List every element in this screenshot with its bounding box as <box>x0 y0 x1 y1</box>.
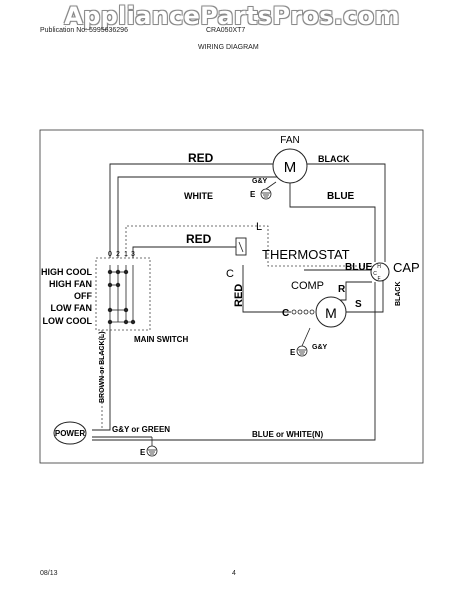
mode-off: OFF <box>74 291 92 301</box>
capacitor-terminal-f: F <box>377 276 380 282</box>
wires <box>92 163 386 441</box>
footer-date: 08/13 <box>40 570 58 577</box>
label-red-top: RED <box>188 151 214 165</box>
mode-low-cool: LOW COOL <box>43 316 93 326</box>
compressor-motor-m: M <box>325 305 337 321</box>
diagram-border <box>39 129 424 464</box>
main-switch-columns: 0 2 1 3 <box>108 251 135 258</box>
wire-brown-black <box>92 330 111 431</box>
compressor-terminal-s: S <box>355 299 362 310</box>
label-black-vertical: BLACK <box>395 282 402 307</box>
ground-labels: G&Y E G&Y E E <box>140 178 328 457</box>
page-title: WIRING DIAGRAM <box>198 44 259 51</box>
mode-high-fan: HIGH FAN <box>49 279 92 289</box>
label-fan-gy: G&Y <box>252 178 268 185</box>
wire-white <box>117 176 277 265</box>
label-black-top: BLACK <box>318 154 350 164</box>
site-watermark: AppliancePartsPros.com <box>64 2 400 30</box>
label-blue-cap: BLUE <box>345 262 373 273</box>
mode-low-fan: LOW FAN <box>51 303 93 313</box>
mode-high-cool: HIGH COOL <box>41 267 93 277</box>
label-fan-e: E <box>250 190 256 199</box>
wire-black-top <box>307 163 386 262</box>
power-label: POWER <box>55 429 85 438</box>
switch-col-1: 1 <box>124 251 128 258</box>
compressor-motor-symbol <box>315 296 347 328</box>
wire-red-top <box>109 163 273 265</box>
wire-blue-white <box>92 282 376 441</box>
capacitor-terminal-c: C <box>373 271 377 277</box>
capacitor-symbol <box>370 262 390 282</box>
label-brown-black: BROWN or BLACK(L) <box>99 331 106 403</box>
capacitor-label: CAP <box>393 260 420 275</box>
label-power-e: E <box>140 448 146 457</box>
label-comp-gy: G&Y <box>312 344 328 351</box>
main-switch-matrix <box>107 265 136 330</box>
label-red-thermostat: RED <box>186 232 212 246</box>
power-plug <box>53 421 87 445</box>
label-white: WHITE <box>184 191 213 201</box>
main-switch-box <box>95 257 151 331</box>
switch-col-3: 3 <box>131 251 135 258</box>
model-number: CRA050XT7 <box>206 27 246 34</box>
switch-col-0: 0 <box>108 251 112 258</box>
label-comp-e: E <box>290 348 296 357</box>
label-blue-white: BLUE or WHITE(N) <box>252 430 323 439</box>
wire-labels: RED BLACK WHITE BLUE RED RED BLUE BLACK … <box>99 151 402 439</box>
fan-label: FAN <box>280 135 299 146</box>
switch-col-2: 2 <box>116 251 120 258</box>
thermostat-terminal-c: C <box>226 268 234 280</box>
wire-comp-s <box>333 280 384 313</box>
compressor-overload <box>291 309 315 315</box>
footer-page-number: 4 <box>232 570 236 577</box>
thermostat-terminal-l: L <box>256 221 262 233</box>
main-switch-modes: HIGH COOL HIGH FAN OFF LOW FAN LOW COOL <box>41 267 93 326</box>
capacitor-terminal-h: H <box>377 264 381 270</box>
wire-red-thermostat <box>132 246 238 265</box>
thermostat-label: THERMOSTAT <box>262 247 350 262</box>
label-gy-green: G&Y or GREEN <box>112 425 170 434</box>
publication-number: Publication No: 5995636296 <box>40 27 128 34</box>
label-red-vertical: RED <box>233 284 245 307</box>
wire-red-comp <box>242 265 291 313</box>
compressor-terminal-c: C <box>282 308 289 319</box>
compressor-terminal-r: R <box>338 284 346 295</box>
label-blue-top: BLUE <box>327 191 355 202</box>
wire-blue-top <box>289 183 376 262</box>
compressor-label: COMP <box>291 280 324 292</box>
fan-motor-m: M <box>284 159 297 176</box>
main-switch-label: MAIN SWITCH <box>134 335 188 344</box>
ground-symbols <box>146 181 311 457</box>
